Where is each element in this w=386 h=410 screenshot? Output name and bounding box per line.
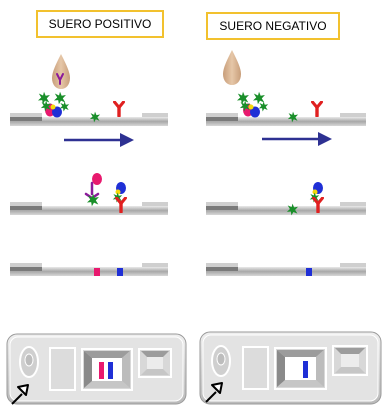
- side-window-left: [138, 348, 172, 378]
- control-line-right: [306, 268, 312, 276]
- arrow-pointer-icon-left: [11, 384, 29, 405]
- result-window-right: [274, 347, 327, 390]
- control-complex-right-2: [309, 182, 324, 213]
- antigen-cluster-right-1: [236, 91, 269, 118]
- control-antibody-right-1: [311, 101, 323, 117]
- test-strip-right-1: [206, 113, 366, 126]
- cassette-left: [6, 333, 187, 405]
- sample-drop-left: [52, 54, 70, 89]
- positive-serum-label: SUERO POSITIVO: [36, 10, 164, 38]
- flow-arrow-right: [262, 132, 332, 146]
- antigen-cluster-left-1: [37, 91, 70, 118]
- flow-arrow-left: [64, 133, 134, 147]
- control-complex-left-2: [112, 182, 127, 213]
- cassette-right: [199, 331, 382, 405]
- control-antibody-left-1: [113, 101, 125, 117]
- sample-drop-right: [223, 50, 241, 85]
- test-line-left: [94, 268, 100, 276]
- test-strip-left-1: [10, 113, 168, 126]
- negative-serum-label: SUERO NEGATIVO: [206, 12, 340, 40]
- test-strip-left-3: [10, 263, 168, 276]
- test-strip-right-3: [206, 263, 366, 276]
- arrow-pointer-icon-right: [205, 382, 223, 403]
- negative-serum-text: SUERO NEGATIVO: [219, 19, 327, 33]
- captured-complex-left-2: [84, 173, 102, 207]
- test-strip-left-2: [10, 202, 168, 215]
- side-window-right: [332, 345, 368, 376]
- test-strip-right-2: [206, 202, 366, 215]
- positive-serum-text: SUERO POSITIVO: [48, 17, 152, 31]
- result-window-left: [81, 348, 133, 391]
- control-line-left: [117, 268, 123, 276]
